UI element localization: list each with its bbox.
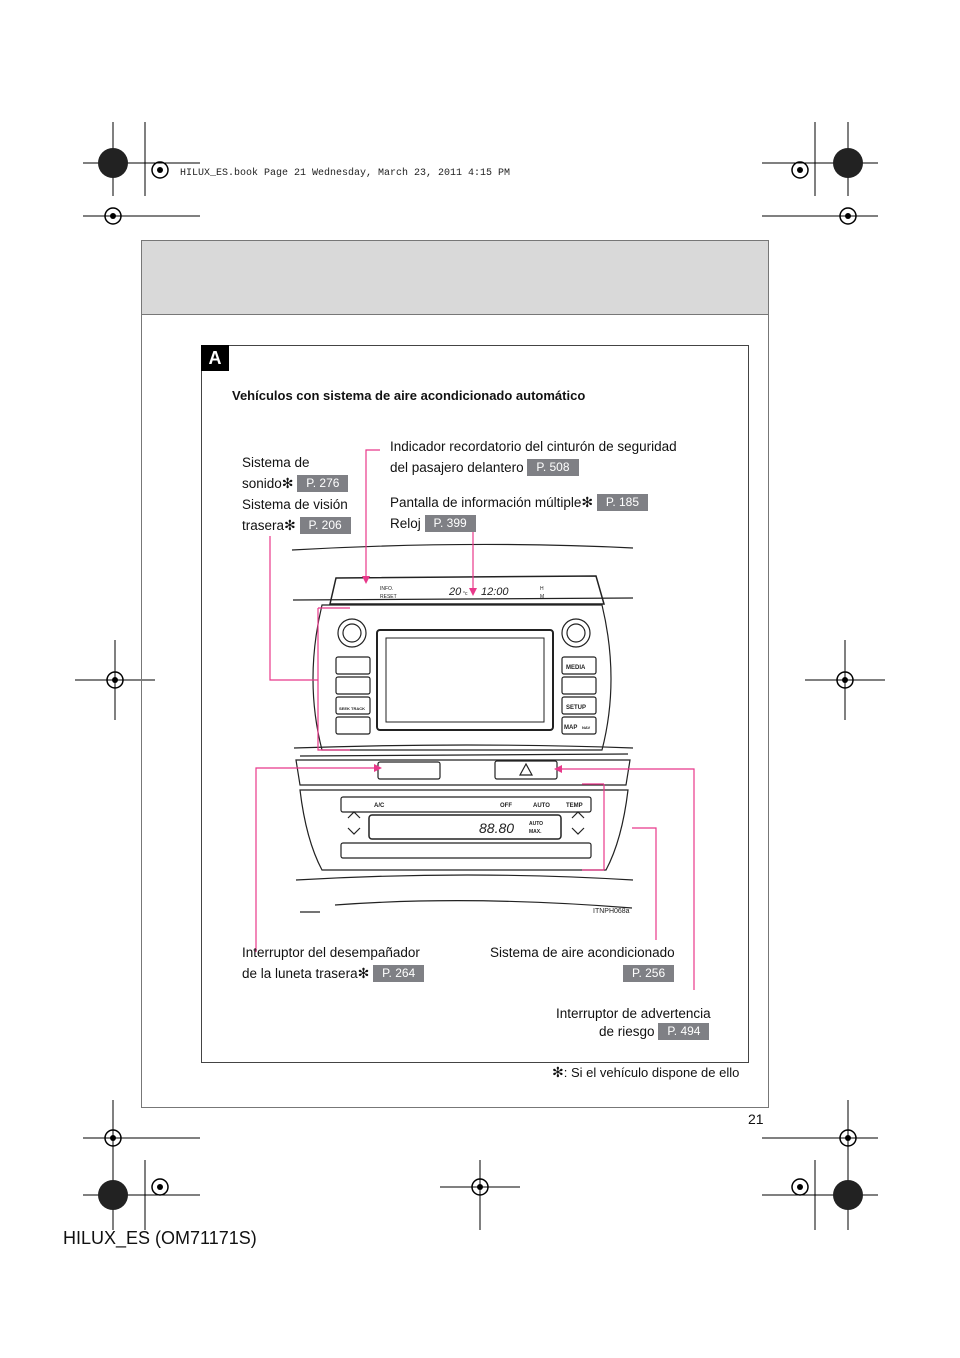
multi-info-label: Pantalla de información múltiple✻ P. 185 [390,492,649,513]
star-icon: ✻ [284,517,296,533]
rear-view-label: trasera✻ P. 206 [242,515,351,536]
ac-ref-badge[interactable]: P. 256 [623,965,675,982]
clock-text: Reloj [390,516,421,531]
defogger-label-line2: de la luneta trasera [242,966,358,981]
btn-media: MEDIA [566,665,586,671]
star-icon: ✻ [281,475,294,491]
ac-btn-temp: TEMP [566,803,583,809]
footnote: ✻: Si el vehículo dispone de ello [552,1064,739,1081]
hazard-ref-badge[interactable]: P. 494 [658,1023,710,1040]
header-band [142,241,768,315]
display-clock: 12:00 [481,586,509,598]
btn-seek: SEEK TRACK [339,706,365,711]
footnote-text: : Si el vehículo dispone de ello [563,1065,740,1080]
doc-code: HILUX_ES (OM71171S) [63,1228,257,1248]
ac-display-max: MAX. [529,829,542,835]
hazard-label-line2: de riesgo [599,1024,655,1039]
defogger-label: de la luneta trasera✻ P. 264 [242,963,425,984]
ac-btn-off: OFF [500,803,512,809]
sound-label: sonido✻ P. 276 [242,473,349,494]
section-title: Vehículos con sistema de aire acondicion… [232,388,586,403]
ac-btn-auto: AUTO [533,803,550,809]
sound-label-line2: sonido [242,476,282,491]
ac-label-line1: Sistema de aire acondicionado [490,945,675,960]
sound-label-line1: Sistema de [242,455,310,470]
print-header: HILUX_ES.book Page 21 Wednesday, March 2… [180,168,511,179]
display-temp: 20 [448,586,462,598]
hazard-label-line1: Interruptor de advertencia [556,1006,711,1021]
sound-ref-badge[interactable]: P. 276 [297,475,349,492]
btn-map: MAP [564,725,577,731]
multi-info-ref-badge[interactable]: P. 185 [596,494,649,511]
ac-btn-ac: A/C [374,803,385,809]
btn-setup: SETUP [566,705,586,711]
rear-view-label-line2: trasera [242,518,285,533]
star-icon: ✻ [581,494,594,510]
section-tag: A [201,345,229,371]
seatbelt-label: del pasajero delantero P. 508 [390,457,579,478]
defogger-label-line1: Interruptor del desempañador [242,945,420,960]
multi-info-text: Pantalla de información múltiple [390,495,582,510]
btn-nav: NAV [582,725,590,730]
clock-label: Reloj P. 399 [390,513,476,534]
seatbelt-label-line2: del pasajero delantero [390,460,524,475]
display-m: M [540,594,544,600]
page-number: 21 [748,1111,764,1127]
section-box [201,345,749,1063]
rear-view-label-line1: Sistema de visión [242,497,348,512]
display-temp-unit: °c [463,591,468,597]
defogger-ref-badge[interactable]: P. 264 [373,965,425,982]
ac-display-auto: AUTO [529,821,543,827]
display-reset: RESET [380,594,397,600]
ac-ref: P. 256 [623,963,675,984]
clock-ref-badge[interactable]: P. 399 [424,515,476,532]
display-h: H [540,586,544,592]
star-icon: ✻ [552,1064,564,1080]
page-frame [141,240,769,1108]
rear-view-ref-badge[interactable]: P. 206 [299,517,351,534]
ac-display-value: 88.80 [479,820,514,836]
star-icon: ✻ [357,965,370,981]
seatbelt-ref-badge[interactable]: P. 508 [527,459,579,476]
hazard-label: de riesgo P. 494 [599,1021,710,1042]
seatbelt-label-line1: Indicador recordatorio del cinturón de s… [390,439,677,454]
figure-code: ITNPH068a [593,908,630,915]
display-info: INFO. [380,586,393,592]
